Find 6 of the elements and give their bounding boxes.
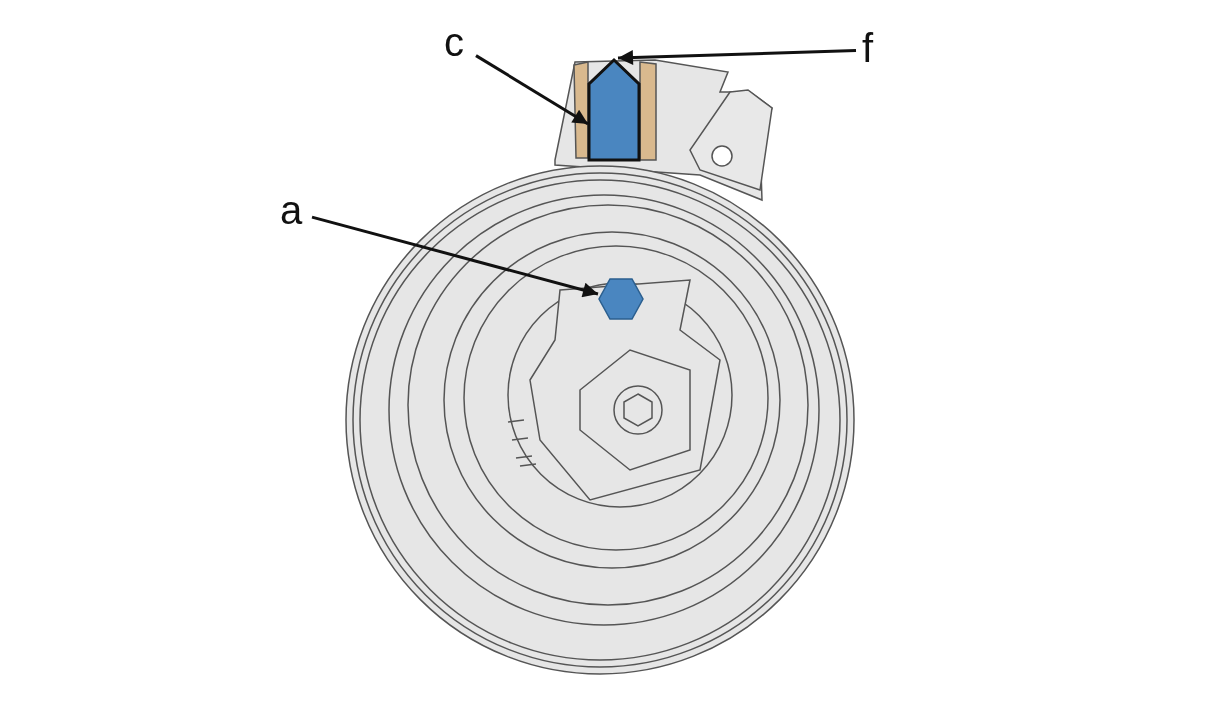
callout-letter: f (862, 28, 884, 72)
leader-arrow (311, 215, 599, 298)
callout-letter: a (280, 190, 306, 234)
leader-arrow (475, 54, 589, 126)
leader-arrow (617, 49, 857, 66)
callout-letter: c (444, 22, 470, 66)
